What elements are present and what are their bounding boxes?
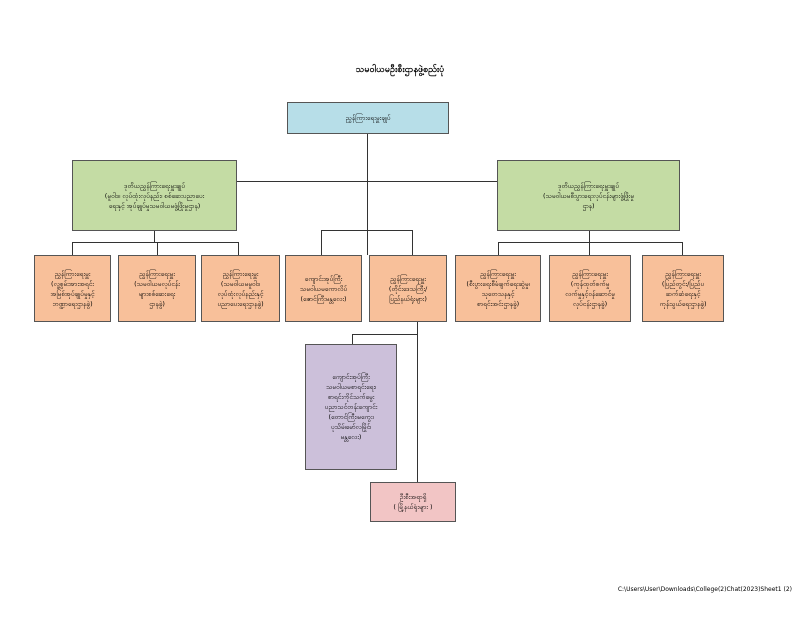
director-inspection-box: ညွှန်ကြားရေးမှူး (သမဝါယမလုပ်ငန်း များစစ်… [118, 255, 196, 322]
connector [412, 230, 413, 255]
principal-college-box: ကျောင်းအုပ်ကြီး သမဝါယမကောလိပ် (ဧောင်ကြီး… [285, 255, 362, 322]
connector [238, 242, 239, 255]
connector [498, 242, 682, 243]
deputy-dg-right-box: ဒုတိယညွှန်ကြားရေးမှူးချုပ် (သမဝါယမစီးပွာ… [497, 160, 680, 231]
connector [367, 134, 368, 255]
director-policy-box: ညွှန်ကြားရေးမှူး (သမဝါယမမူဝါဒ လုပ်ထုံးလု… [201, 255, 280, 322]
connector [72, 242, 73, 255]
connector [352, 334, 353, 344]
connector [237, 181, 497, 182]
director-planning-research-box: ညွှန်ကြားရေးမှူး (စီးပွားရေးစီမံချက်ရေးဆ… [455, 255, 541, 322]
director-hr-finance-box: ညွှန်ကြားရေးမှူး (လူ့စွမ်းအားအရင်း အမြစ်… [34, 255, 111, 322]
connector [417, 322, 418, 482]
connector [589, 231, 590, 242]
connector [498, 242, 499, 255]
connector [154, 231, 155, 242]
connector [682, 242, 683, 255]
director-production-services-box: ညွှန်ကြားရေးမှူး (ကုန်ထုတ်စက်မှု လက်မှုန… [549, 255, 631, 322]
deputy-dg-left-box: ဒုတိယညွှန်ကြားရေးမှူးချုပ် (မူဝါဒ၊ လုပ်ထ… [72, 160, 237, 231]
footer-path: C:\Users\User\Downloads\College(2)Chat(2… [617, 586, 792, 593]
director-trade-relations-box: ညွှန်ကြားရေးမှူး (ပြည်တွင်း/ပြည်ပ ဆက်ဆံရ… [642, 255, 724, 322]
connector [321, 230, 412, 231]
chart-title: သမဝါယမဦးစီးဌာနဖွဲ့စည်းပုံ [355, 65, 445, 75]
connector [589, 242, 590, 255]
connector [157, 242, 158, 255]
connector [352, 334, 417, 335]
director-region-offices-box: ညွှန်ကြားရေးမှူး (တိုင်းဒေသကြီး/ ပြည်နယ်… [369, 255, 447, 322]
director-general-box: ညွှန်ကြားရေးမှူးချုပ် [287, 102, 449, 134]
connector [72, 242, 238, 243]
township-officer-box: ဦးစီးအရာရှိ ( မြို့နယ်ရုံးများ ) [370, 482, 456, 522]
connector [321, 230, 322, 255]
principal-accounting-school-box: ကျောင်းအုပ်ကြီး သမဝါယမစာရင်းရေး၊ စာရင်းက… [305, 344, 397, 470]
